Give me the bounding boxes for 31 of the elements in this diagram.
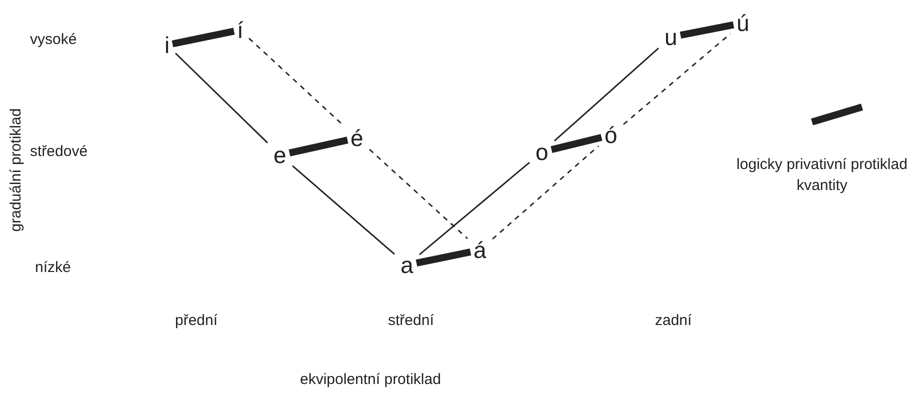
- height-label: středové: [30, 143, 88, 161]
- solid-line: [554, 48, 659, 142]
- position-label: zadní: [655, 312, 692, 330]
- dashed-line: [369, 148, 468, 240]
- quantity-opposition-bar: [172, 28, 235, 48]
- dashed-line: [623, 33, 731, 125]
- quantity-opposition-bar: [550, 134, 602, 154]
- vowel-letter: ó: [604, 124, 618, 146]
- position-label: střední: [388, 312, 434, 330]
- vowel-letter: é: [350, 127, 364, 149]
- quantity-opposition-bar: [288, 136, 348, 156]
- height-label: vysoké: [30, 31, 77, 49]
- vowel-letter: ú: [736, 12, 750, 34]
- vowel-letter: á: [474, 239, 486, 261]
- solid-line: [292, 165, 395, 255]
- position-label: přední: [175, 312, 218, 330]
- vowel-letter: o: [536, 141, 548, 163]
- vowel-letter: i: [164, 34, 170, 56]
- vowel-letter: u: [664, 26, 678, 48]
- axis-title: ekvipolentní protiklad: [300, 371, 441, 389]
- quantity-opposition-bar: [416, 248, 472, 266]
- vowel-letter: a: [400, 254, 414, 276]
- axis-title: graduální protiklad: [7, 108, 26, 232]
- solid-line: [174, 52, 268, 144]
- legend-text: logicky privativní protiklad kvantity: [736, 155, 908, 196]
- height-label: nízké: [35, 259, 71, 277]
- vowel-letter: e: [274, 144, 286, 166]
- solid-line: [419, 162, 530, 256]
- quantity-opposition-bar: [680, 21, 734, 39]
- dashed-line: [492, 145, 599, 240]
- vowel-letter: í: [237, 19, 244, 41]
